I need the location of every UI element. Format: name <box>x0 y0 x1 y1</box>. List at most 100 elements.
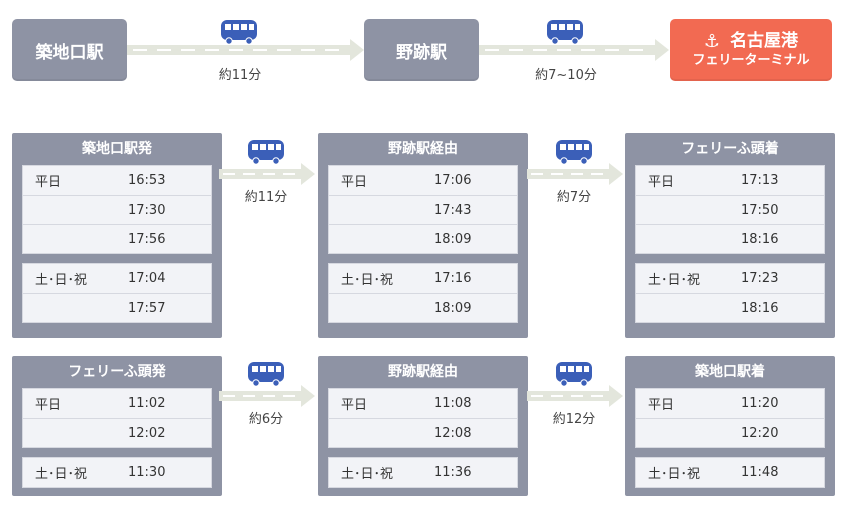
time: 11:08 <box>434 396 472 411</box>
holiday-rows: 土･日･祝 11:30 <box>22 457 212 488</box>
day-label: 平日 <box>648 398 675 413</box>
timetable-row: 土･日･祝 17:04 <box>23 264 211 293</box>
leg-duration: 約12分 <box>552 412 596 427</box>
arrow-right-icon <box>655 39 669 61</box>
arrow-right-icon <box>350 39 364 61</box>
timetable-row: 18:09 <box>329 224 517 253</box>
card-title: フェリーふ頭着 <box>681 141 779 157</box>
arrow-right-icon <box>527 163 623 185</box>
card-title: 築地口駅着 <box>695 364 765 380</box>
holiday-rows: 土･日･祝 11:36 <box>328 457 518 488</box>
timetable-row: 17:30 <box>23 195 211 224</box>
dest-line2: フェリーターミナル <box>692 53 810 69</box>
time: 17:23 <box>741 271 779 286</box>
day-label: 土･日･祝 <box>341 273 394 288</box>
stop-tsukijiguchi-label: 築地口駅 <box>35 42 104 63</box>
day-label: 土･日･祝 <box>341 467 394 482</box>
leg-duration: 約7分 <box>556 190 592 205</box>
timetable-row: 平日 11:08 <box>329 389 517 418</box>
timetable-row: 17:57 <box>23 293 211 322</box>
time: 18:09 <box>434 300 472 316</box>
time: 17:57 <box>128 300 166 316</box>
time: 11:48 <box>741 465 779 480</box>
timetable-row: 土･日･祝 11:36 <box>329 458 517 487</box>
time: 11:36 <box>434 465 472 480</box>
timetable-row: 土･日･祝 17:16 <box>329 264 517 293</box>
timetable-row: 平日 11:20 <box>636 389 824 418</box>
time: 18:16 <box>741 231 779 247</box>
time: 18:16 <box>741 300 779 316</box>
dest-line1: 名古屋港 <box>730 31 799 52</box>
road-segment <box>479 45 655 55</box>
weekday-rows: 平日 17:13 17:50 18:16 <box>635 165 825 254</box>
time: 12:02 <box>128 425 166 441</box>
anchor-icon: ⚓ <box>703 30 721 52</box>
holiday-rows: 土･日･祝 17:04 17:57 <box>22 263 212 323</box>
stop-noseki: 野跡駅 <box>364 19 479 81</box>
bus-icon <box>556 362 592 387</box>
time: 11:20 <box>741 396 779 411</box>
day-label: 土･日･祝 <box>648 467 701 482</box>
card-title: フェリーふ頭発 <box>68 364 166 380</box>
timetable-row: 17:56 <box>23 224 211 253</box>
weekday-rows: 平日 11:08 12:08 <box>328 388 518 448</box>
time: 17:04 <box>128 271 166 286</box>
time: 17:13 <box>741 173 779 188</box>
day-label: 平日 <box>341 398 368 413</box>
weekday-rows: 平日 11:20 12:20 <box>635 388 825 448</box>
time: 12:20 <box>741 425 779 441</box>
leg1-duration: 約11分 <box>218 68 262 83</box>
time: 17:56 <box>128 231 166 247</box>
timetable-row: 12:02 <box>23 418 211 447</box>
holiday-rows: 土･日･祝 17:23 18:16 <box>635 263 825 323</box>
road-segment <box>127 45 350 55</box>
day-label: 平日 <box>648 175 675 190</box>
day-label: 土･日･祝 <box>35 467 88 482</box>
day-label: 平日 <box>35 398 62 413</box>
day-label: 平日 <box>341 175 368 190</box>
time: 17:16 <box>434 271 472 286</box>
bus-icon <box>221 20 257 45</box>
time: 12:08 <box>434 425 472 441</box>
leg2-duration: 約7~10分 <box>535 68 597 83</box>
stop-ferry-terminal: ⚓ 名古屋港 フェリーターミナル <box>670 19 832 81</box>
time: 17:50 <box>741 202 779 218</box>
timetable-row: 18:16 <box>636 293 824 322</box>
day-label: 土･日･祝 <box>648 273 701 288</box>
stop-noseki-label: 野跡駅 <box>396 42 447 63</box>
bus-icon <box>547 20 583 45</box>
bus-icon <box>248 362 284 387</box>
weekday-rows: 平日 17:06 17:43 18:09 <box>328 165 518 254</box>
day-label: 平日 <box>35 175 62 190</box>
bus-icon <box>556 140 592 165</box>
holiday-rows: 土･日･祝 17:16 18:09 <box>328 263 518 323</box>
card-title: 築地口駅発 <box>82 141 152 157</box>
timetable-row: 18:16 <box>636 224 824 253</box>
bus-icon <box>248 140 284 165</box>
card-title: 野跡駅経由 <box>388 141 458 157</box>
timetable-card: フェリーふ頭着 平日 17:13 17:50 18:16 土･日･祝 17:23 1… <box>625 133 835 338</box>
timetable-card: 野跡駅経由 平日 11:08 12:08 土･日･祝 11:36 <box>318 356 528 496</box>
timetable-row: 土･日･祝 17:23 <box>636 264 824 293</box>
timetable-row: 18:09 <box>329 293 517 322</box>
leg-duration: 約11分 <box>244 190 288 205</box>
arrow-right-icon <box>527 385 623 407</box>
arrow-right-icon <box>219 163 315 185</box>
day-label: 土･日･祝 <box>35 273 88 288</box>
timetable-card: 築地口駅着 平日 11:20 12:20 土･日･祝 11:48 <box>625 356 835 496</box>
card-title: 野跡駅経由 <box>388 364 458 380</box>
timetable-row: 平日 17:13 <box>636 166 824 195</box>
holiday-rows: 土･日･祝 11:48 <box>635 457 825 488</box>
time: 17:06 <box>434 173 472 188</box>
timetable-row: 17:43 <box>329 195 517 224</box>
timetable-row: 17:50 <box>636 195 824 224</box>
time: 18:09 <box>434 231 472 247</box>
timetable-row: 土･日･祝 11:48 <box>636 458 824 487</box>
time: 11:30 <box>128 465 166 480</box>
